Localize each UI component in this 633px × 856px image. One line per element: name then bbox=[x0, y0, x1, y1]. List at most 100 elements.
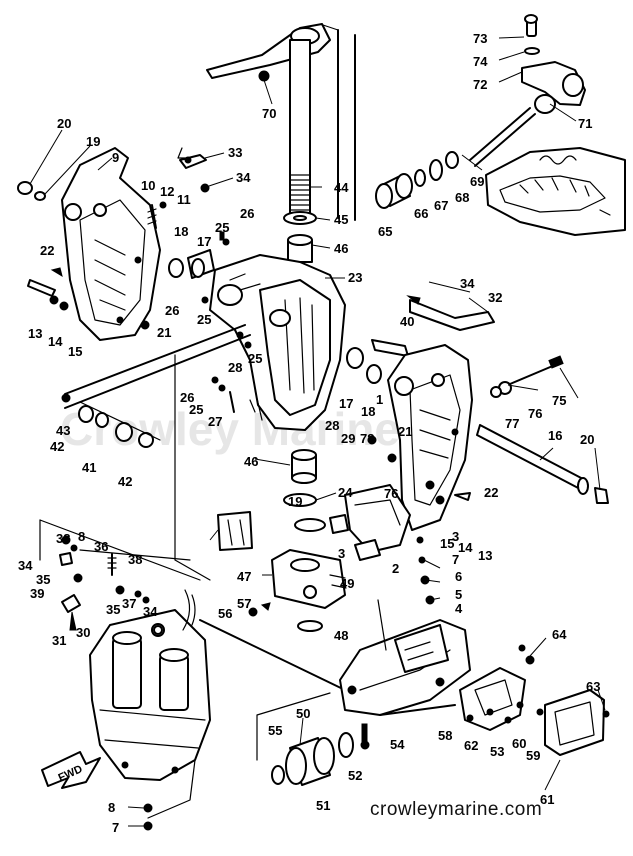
callout-c25c: 25 bbox=[248, 351, 262, 366]
swivel-bracket bbox=[209, 254, 382, 431]
callout-c31: 31 bbox=[52, 633, 66, 648]
callout-c52: 52 bbox=[348, 768, 362, 783]
callout-c27: 27 bbox=[208, 414, 222, 429]
fasteners-56-57 bbox=[199, 602, 346, 691]
callout-c17b: 17 bbox=[339, 396, 353, 411]
leader-lines bbox=[29, 36, 606, 791]
center-bracket-2-3 bbox=[329, 484, 435, 605]
callout-c45: 45 bbox=[334, 212, 348, 227]
callout-c2: 2 bbox=[392, 561, 399, 576]
callout-c41: 41 bbox=[82, 460, 96, 475]
callout-c76a: 76 bbox=[528, 406, 542, 421]
callout-c44: 44 bbox=[334, 180, 349, 195]
callout-c26c: 26 bbox=[180, 390, 194, 405]
callout-c58: 58 bbox=[438, 728, 452, 743]
callout-c66: 66 bbox=[414, 206, 428, 221]
callout-c72: 72 bbox=[473, 77, 487, 92]
drain-bolt-group bbox=[127, 803, 153, 831]
callout-c13a: 13 bbox=[28, 326, 42, 341]
callout-c19: 19 bbox=[86, 134, 100, 149]
callout-c55: 55 bbox=[268, 723, 282, 738]
callout-c26a: 26 bbox=[240, 206, 254, 221]
callout-c18a: 18 bbox=[174, 224, 188, 239]
fwd-arrow: FWD bbox=[41, 751, 101, 789]
callout-c75: 75 bbox=[552, 393, 566, 408]
callout-c42b: 42 bbox=[118, 474, 132, 489]
bushing-group-50-52 bbox=[271, 723, 370, 786]
callout-c73: 73 bbox=[473, 31, 487, 46]
callout-c51: 51 bbox=[316, 798, 330, 813]
callout-c76b: 76 bbox=[384, 486, 398, 501]
callout-c60: 60 bbox=[512, 736, 526, 751]
callout-c33: 33 bbox=[228, 145, 242, 160]
callout-c69: 69 bbox=[470, 174, 484, 189]
callout-c46b: 46 bbox=[244, 454, 258, 469]
callout-c3a: 3 bbox=[452, 529, 459, 544]
callout-c11: 11 bbox=[177, 192, 191, 207]
callout-c12: 12 bbox=[160, 184, 174, 199]
callout-c14b: 14 bbox=[458, 540, 473, 555]
callout-c70: 70 bbox=[262, 106, 276, 121]
left-clamp-bracket bbox=[17, 147, 161, 341]
callout-c37: 37 bbox=[122, 596, 136, 611]
steering-arm-group bbox=[469, 14, 626, 236]
callout-c25d: 25 bbox=[189, 402, 203, 417]
callout-c21b: 21 bbox=[398, 424, 412, 439]
callout-c38b: 38 bbox=[128, 552, 142, 567]
bushing-group-65-68 bbox=[375, 151, 459, 209]
callout-c15a: 15 bbox=[68, 344, 82, 359]
callout-c29: 29 bbox=[341, 431, 355, 446]
small-fasteners-top-left bbox=[140, 147, 230, 330]
callout-c47: 47 bbox=[237, 569, 251, 584]
callout-c14a: 14 bbox=[48, 334, 63, 349]
callout-c56: 56 bbox=[218, 606, 232, 621]
callout-c50: 50 bbox=[296, 706, 310, 721]
callout-c78: 78 bbox=[360, 431, 374, 446]
callout-c10: 10 bbox=[141, 178, 155, 193]
callout-c57: 57 bbox=[237, 596, 251, 611]
callout-c46a: 46 bbox=[334, 241, 348, 256]
callout-c35a: 35 bbox=[36, 572, 50, 587]
callout-c18b: 18 bbox=[361, 404, 375, 419]
callout-c59: 59 bbox=[526, 748, 540, 763]
callout-c7a: 7 bbox=[452, 552, 459, 567]
callout-c49: 49 bbox=[340, 576, 354, 591]
callout-c43: 43 bbox=[56, 423, 70, 438]
callout-c42a: 42 bbox=[50, 439, 64, 454]
callout-c67: 67 bbox=[434, 198, 448, 213]
callout-c13b: 13 bbox=[478, 548, 492, 563]
callout-c24: 24 bbox=[338, 485, 353, 500]
callout-c22b: 22 bbox=[484, 485, 498, 500]
callout-c23: 23 bbox=[348, 270, 362, 285]
callout-c61: 61 bbox=[540, 792, 554, 807]
callout-c32: 32 bbox=[488, 290, 502, 305]
callout-c28b: 28 bbox=[325, 418, 339, 433]
callout-c20a: 20 bbox=[57, 116, 71, 131]
callout-c8b: 8 bbox=[108, 800, 115, 815]
callout-c63: 63 bbox=[586, 679, 600, 694]
callout-c6: 6 bbox=[455, 569, 462, 584]
callout-c35b: 35 bbox=[106, 602, 120, 617]
callout-c40: 40 bbox=[400, 314, 414, 329]
callout-c77: 77 bbox=[505, 416, 519, 431]
callout-c38a: 38 bbox=[56, 531, 70, 546]
power-tilt-unit bbox=[39, 519, 211, 819]
callout-c4: 4 bbox=[455, 601, 463, 616]
callout-c74: 74 bbox=[473, 54, 488, 69]
callout-c34c: 34 bbox=[18, 558, 33, 573]
callout-c8a: 8 bbox=[78, 529, 85, 544]
callout-c3b: 3 bbox=[338, 546, 345, 561]
bushings-41-43 bbox=[61, 324, 251, 448]
callout-c5: 5 bbox=[455, 587, 462, 602]
callout-c62: 62 bbox=[464, 738, 478, 753]
callout-c21a: 21 bbox=[157, 325, 171, 340]
callout-c26b: 26 bbox=[165, 303, 179, 318]
callout-c25a: 25 bbox=[215, 220, 229, 235]
lower-mount-group bbox=[209, 449, 346, 632]
callout-c28a: 28 bbox=[228, 360, 242, 375]
callout-c36: 36 bbox=[94, 539, 108, 554]
tilt-tube-16 bbox=[454, 355, 609, 504]
